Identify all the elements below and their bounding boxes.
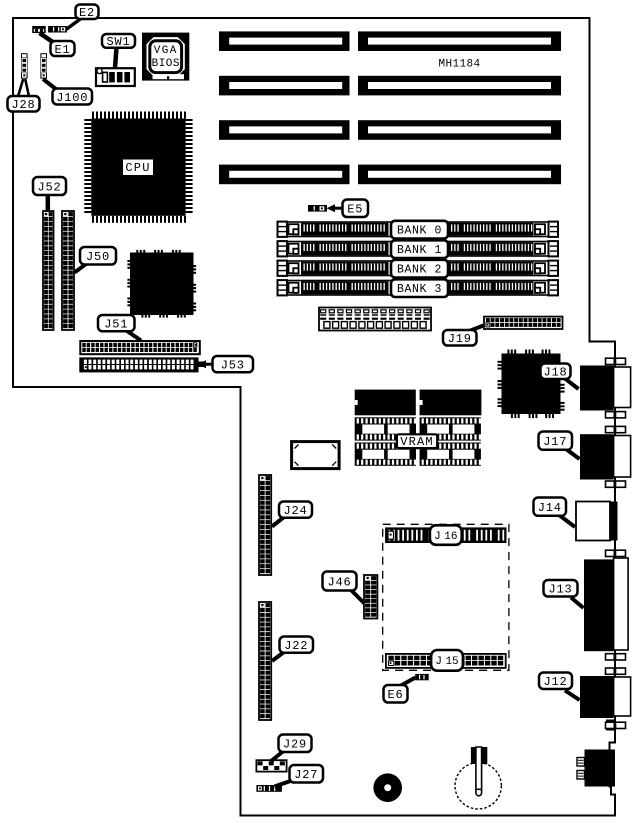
svg-text:J28: J28 bbox=[11, 98, 35, 112]
svg-text:E6: E6 bbox=[387, 688, 403, 702]
svg-text:J100: J100 bbox=[56, 91, 88, 105]
svg-text:J50: J50 bbox=[86, 250, 110, 264]
svg-text:CPU: CPU bbox=[125, 161, 150, 175]
svg-text:J12: J12 bbox=[543, 675, 567, 689]
svg-text:VGA: VGA bbox=[154, 45, 178, 57]
svg-text:BIOS: BIOS bbox=[152, 58, 180, 70]
svg-text:SW1: SW1 bbox=[106, 35, 130, 49]
svg-text:J19: J19 bbox=[448, 332, 472, 346]
svg-text:J17: J17 bbox=[543, 435, 567, 449]
svg-text:J46: J46 bbox=[327, 575, 351, 589]
svg-text:J27: J27 bbox=[294, 768, 318, 782]
svg-text:J24: J24 bbox=[283, 504, 307, 518]
svg-text:BANK 0: BANK 0 bbox=[397, 225, 442, 238]
svg-text:J18: J18 bbox=[543, 366, 567, 380]
svg-text:J22: J22 bbox=[284, 639, 308, 653]
svg-text:J51: J51 bbox=[104, 318, 128, 332]
svg-text:J53: J53 bbox=[221, 359, 245, 373]
svg-text:J14: J14 bbox=[538, 501, 562, 515]
svg-text:MH1184: MH1184 bbox=[438, 59, 480, 71]
svg-text:BANK 3: BANK 3 bbox=[397, 283, 442, 296]
svg-text:E2: E2 bbox=[79, 6, 95, 20]
svg-text:J15: J15 bbox=[435, 656, 458, 668]
svg-text:J13: J13 bbox=[548, 583, 572, 597]
svg-text:BANK 2: BANK 2 bbox=[397, 264, 442, 277]
svg-text:E1: E1 bbox=[54, 43, 70, 57]
svg-text:VRAM: VRAM bbox=[400, 435, 434, 449]
svg-text:E5: E5 bbox=[347, 203, 363, 217]
svg-text:BANK 1: BANK 1 bbox=[397, 244, 442, 257]
svg-text:J52: J52 bbox=[37, 180, 61, 194]
svg-text:J29: J29 bbox=[283, 738, 307, 752]
svg-text:J16: J16 bbox=[434, 531, 457, 543]
